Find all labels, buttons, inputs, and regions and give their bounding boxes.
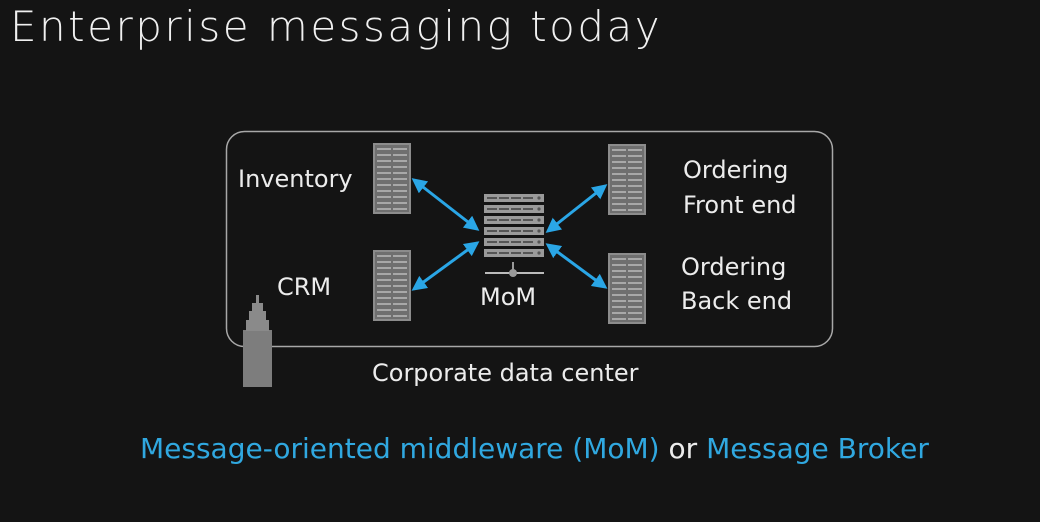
- building-icon: [243, 295, 272, 387]
- server-icon-ordering-back: [608, 253, 646, 324]
- label-crm: CRM: [277, 273, 332, 301]
- label-ordering-back-2: Back end: [681, 287, 793, 315]
- label-ordering-front-1: Ordering: [683, 156, 789, 184]
- footer-broker: Message Broker: [706, 432, 929, 465]
- server-icon-crm: [373, 250, 411, 321]
- data-center-boundary: [225, 130, 834, 348]
- arrow-crm-mom: [411, 241, 480, 291]
- label-inventory: Inventory: [238, 165, 353, 193]
- mom-rack-icon: [484, 194, 544, 277]
- arrow-front-mom: [545, 184, 608, 233]
- server-icon-inventory: [373, 143, 411, 214]
- footer-or: or: [659, 432, 707, 465]
- label-mom: MoM: [480, 283, 537, 311]
- slide-title: Enterprise messaging today: [10, 2, 663, 51]
- arrow-inventory-mom: [411, 178, 480, 231]
- server-icon-ordering-front: [608, 144, 646, 215]
- footer-caption: Message-oriented middleware (MoM) or Mes…: [140, 432, 929, 465]
- label-ordering-back-1: Ordering: [681, 253, 787, 281]
- arrows: [411, 178, 608, 291]
- label-ordering-front-2: Front end: [683, 191, 797, 219]
- arrow-back-mom: [545, 243, 608, 289]
- label-corporate-data-center: Corporate data center: [372, 359, 639, 387]
- footer-mom: Message-oriented middleware (MoM): [140, 432, 660, 465]
